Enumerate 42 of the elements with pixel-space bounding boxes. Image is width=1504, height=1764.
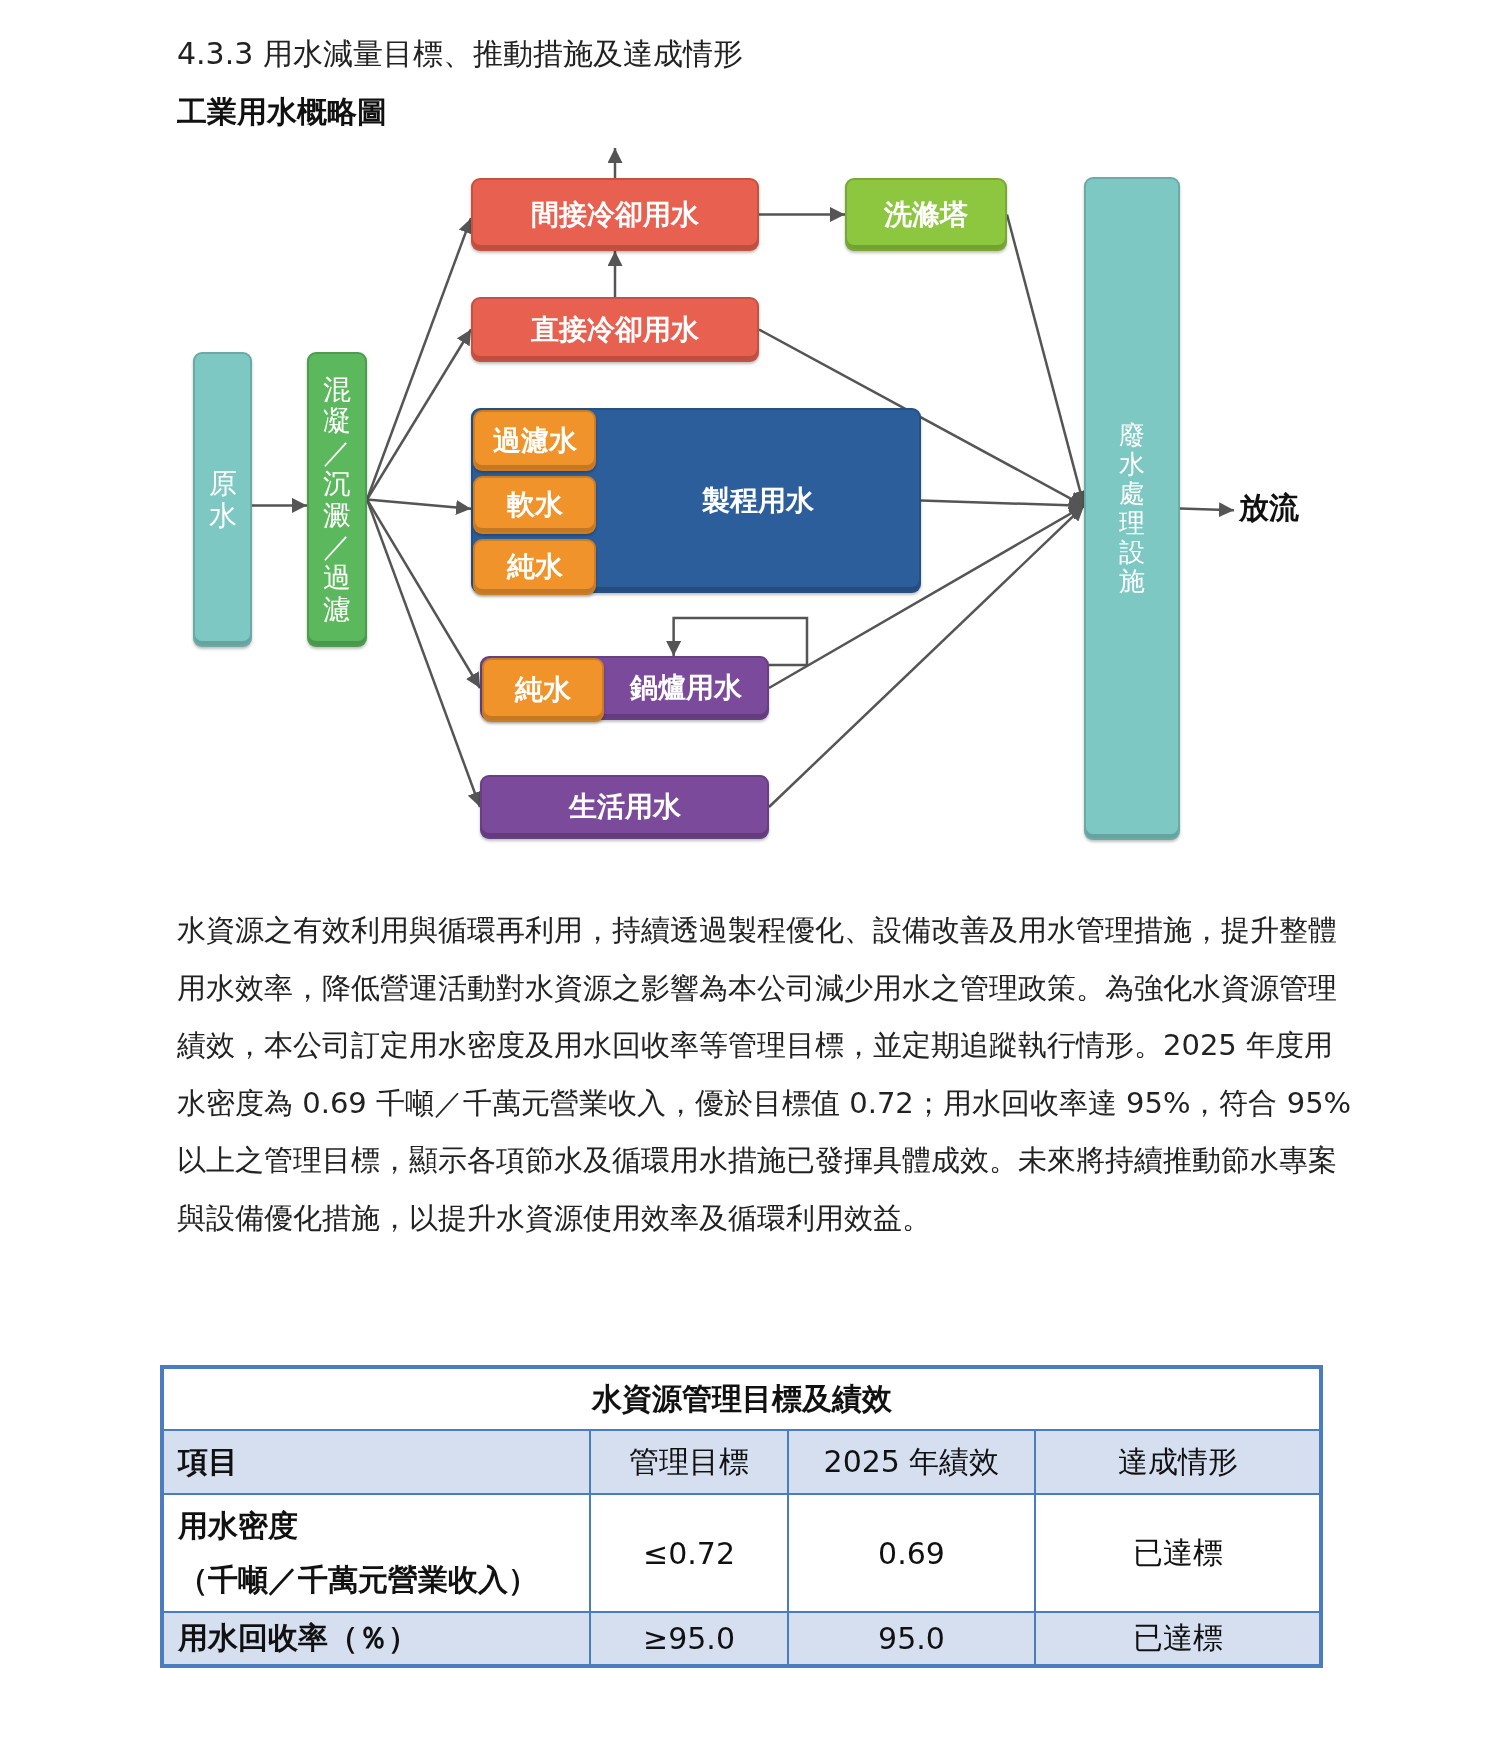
table-cell: 95.0 — [788, 1612, 1035, 1665]
table-cell: ≥95.0 — [590, 1612, 788, 1665]
arrow — [666, 616, 809, 667]
process-box: 直接冷卻用水 — [471, 297, 759, 362]
table-cell: ≤0.72 — [590, 1494, 788, 1612]
process-box: 軟水 — [473, 476, 596, 534]
process-bar: 原水 — [193, 352, 252, 647]
process-box: 純水 — [473, 539, 596, 595]
arrow — [607, 251, 623, 297]
process-box — [471, 408, 921, 593]
table-cell: 用水回收率（％） — [163, 1612, 590, 1665]
arrow — [366, 498, 472, 515]
arrow — [758, 328, 1085, 507]
arrow — [607, 148, 623, 178]
row-label: 用水密度 — [178, 1507, 298, 1545]
table-cell: 已達標 — [1035, 1612, 1320, 1665]
process-box: 純水 — [482, 658, 604, 722]
body-paragraph: 水資源之有效利用與循環再利用，持續透過製程優化、設備改善及用水管理措施，提升整體用水效率，降低營運活動對水資源之影響為本公司減少用水之管理政策。為強化水資源管理績效，本公司訂定用水密度及用水回收率等管理目標，並定期追蹤執行情形。2025 年度用水密度為 0.69 千噸／千萬元營業收入，優於目標值 0.72；用水回收率達 95%，符合 95%以上之管理目標，顯示各項節水及循環用水措施已發揮具體成效。未來將持續推動節水專案與設備優化措施，以提升水資源使用效率及循環利用效益。 — [177, 912, 1353, 1237]
table-header: 達成情形 — [1035, 1430, 1320, 1494]
box-text: 鍋爐用水 — [628, 670, 743, 706]
table-title: 水資源管理目標及績效 — [163, 1368, 1320, 1430]
table-header: 項目 — [163, 1430, 590, 1494]
process-box: 生活用水 — [480, 775, 769, 839]
process-box: 洗滌塔 — [845, 178, 1007, 251]
diagram-title: 工業用水概略圖 — [177, 93, 387, 131]
arrow — [252, 497, 307, 513]
arrow — [365, 328, 473, 501]
arrow — [759, 207, 845, 222]
table-header: 管理目標 — [590, 1430, 788, 1494]
table-cell: 已達標 — [1035, 1494, 1320, 1612]
outlet-label: 放流 — [1234, 486, 1304, 530]
process-box: 過濾水 — [473, 410, 596, 471]
table-cell: 0.69 — [788, 1494, 1035, 1612]
process-box — [480, 656, 769, 720]
arrow — [1179, 502, 1235, 518]
box-text: 製程用水 — [700, 482, 815, 519]
unit-label: （千噸／千萬元營業收入） — [178, 1561, 538, 1599]
section-heading: 4.3.3 用水減量目標、推動措施及達成情形 — [177, 35, 743, 73]
process-bar: 混凝／沉澱／過濾 — [307, 352, 367, 647]
process-bar: 廢水處理設施 — [1084, 177, 1180, 840]
table-header: 2025 年績效 — [788, 1430, 1035, 1494]
process-box: 間接冷卻用水 — [471, 178, 759, 251]
